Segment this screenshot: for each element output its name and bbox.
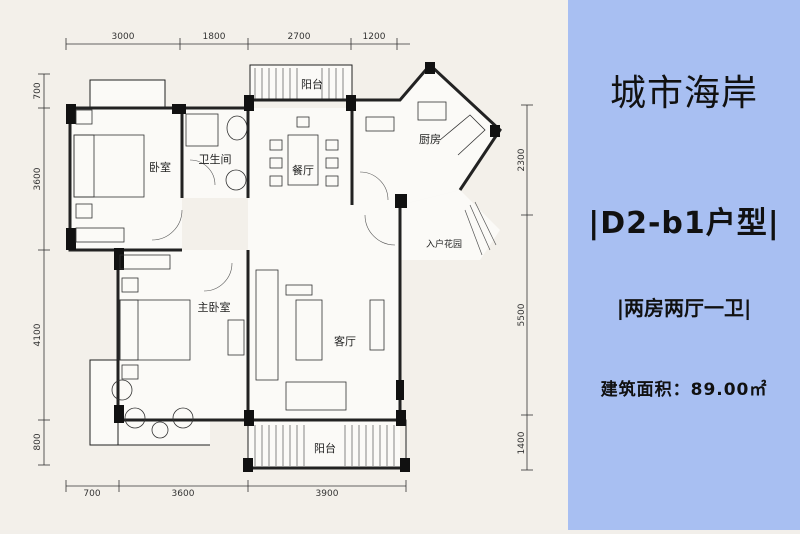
room-label-living: 客厅 <box>334 334 356 348</box>
dimension-lines <box>38 38 533 492</box>
unit-type: |D2-b1户型| <box>588 206 780 241</box>
floor-plan: 3000 1800 2700 1200 700 3600 3900 700 36… <box>33 32 533 499</box>
floor-area: 建筑面积：89.00㎡ <box>600 380 768 400</box>
door-swings <box>151 159 396 292</box>
dim-top-2: 1800 <box>203 32 226 42</box>
layout-description: |两房两厅一卫| <box>616 296 752 320</box>
room-floors <box>70 65 500 468</box>
wall-columns <box>66 62 500 472</box>
dim-top-3: 2700 <box>288 32 311 42</box>
dim-left-3: 4100 <box>33 323 43 346</box>
room-label-bedroom: 卧室 <box>149 160 171 174</box>
dim-bottom-2: 3600 <box>172 489 195 499</box>
floor-plan-area: 3000 1800 2700 1200 700 3600 3900 700 36… <box>33 32 533 499</box>
dim-left-2: 3600 <box>33 167 43 190</box>
furniture <box>73 101 486 439</box>
room-label-balcony-bottom: 阳台 <box>314 441 336 455</box>
balcony-hatching <box>254 68 497 466</box>
info-panel: 城市海岸 |D2-b1户型| |两房两厅一卫| 建筑面积：89.00㎡ <box>568 0 800 530</box>
dim-left-4: 800 <box>33 433 43 450</box>
dim-top-1: 3000 <box>112 32 135 42</box>
balcony-rails <box>89 64 407 469</box>
dim-right-2: 5500 <box>517 303 527 326</box>
dim-left-1: 700 <box>33 82 43 99</box>
project-title: 城市海岸 <box>609 73 758 114</box>
dim-bottom-1: 700 <box>83 489 100 499</box>
dim-right-3: 1400 <box>517 431 527 454</box>
dim-top-4: 1200 <box>363 32 386 42</box>
room-label-master-bedroom: 主卧室 <box>198 300 231 314</box>
dim-right-1: 2300 <box>517 148 527 171</box>
dim-bottom-3: 3900 <box>316 489 339 499</box>
room-label-kitchen: 厨房 <box>419 133 441 146</box>
room-label-bathroom: 卫生间 <box>199 152 232 166</box>
room-label-entrance-garden: 入户花园 <box>426 238 462 250</box>
room-label-dining: 餐厅 <box>292 163 314 177</box>
room-label-balcony-top: 阳台 <box>301 77 323 91</box>
